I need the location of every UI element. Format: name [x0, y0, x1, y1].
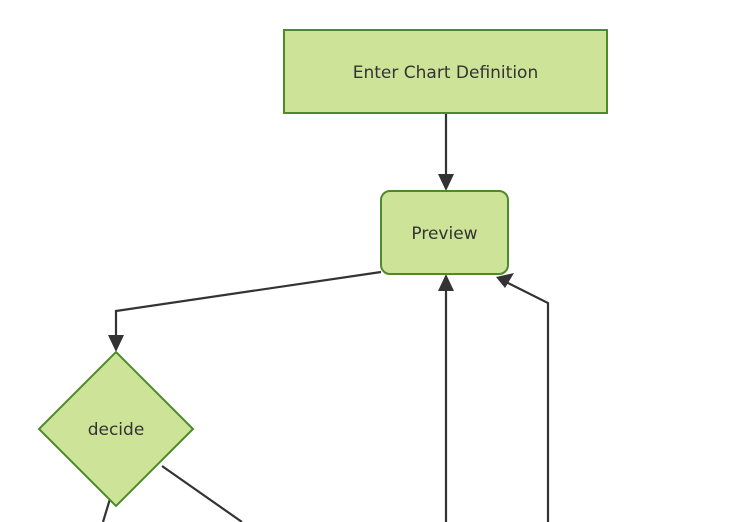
node-decide[interactable]: decide: [37, 350, 195, 508]
edge-line: [503, 280, 550, 522]
node-label-preview: Preview: [411, 224, 477, 244]
arrow-head-icon: [438, 174, 454, 191]
node-label-enter-chart-definition: Enter Chart Definition: [353, 63, 538, 83]
node-label-decide: decide: [88, 420, 145, 440]
node-shape-rectangle[interactable]: [283, 29, 608, 114]
edge-bottom-left-to-preview: [438, 274, 454, 522]
edge-bottom-right-to-preview: [496, 273, 550, 522]
edge-enter-to-preview: [438, 113, 454, 191]
arrow-head-icon: [108, 335, 124, 352]
edge-line: [161, 465, 243, 522]
arrow-head-icon: [496, 273, 514, 288]
arrow-head-icon: [438, 274, 454, 291]
node-shape-diamond[interactable]: [37, 350, 195, 508]
node-shape-rounded-rectangle[interactable]: [380, 190, 509, 275]
edge-preview-to-decide: [108, 270, 382, 352]
node-preview[interactable]: Preview: [380, 190, 509, 275]
edge-line: [114, 270, 382, 343]
edge-decide-right-out: [161, 465, 243, 522]
node-enter-chart-definition[interactable]: Enter Chart Definition: [283, 29, 608, 114]
